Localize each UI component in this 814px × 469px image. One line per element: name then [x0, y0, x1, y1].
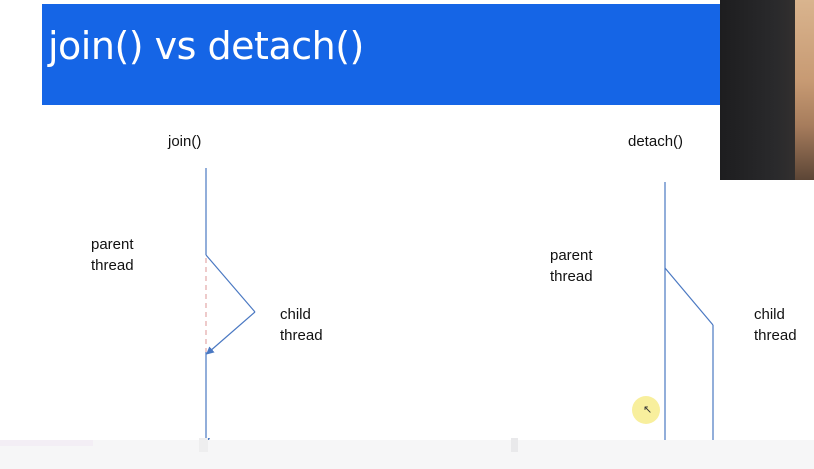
join-parent-label-line2: thread — [91, 257, 134, 274]
strip-mark — [511, 438, 518, 452]
join-child-thread-out — [205, 254, 256, 313]
cursor-highlight — [632, 396, 660, 424]
webcam-presenter — [795, 0, 814, 180]
detach-parent-label-line2: thread — [550, 268, 593, 285]
join-heading: join() — [168, 133, 202, 150]
join-child-thread-back — [205, 311, 256, 355]
slide-title: join() vs detach() — [48, 24, 364, 68]
join-child-label-line2: thread — [280, 327, 323, 344]
detach-child-branch — [664, 267, 714, 326]
join-child-label-line1: child — [280, 306, 311, 323]
detach-child-label-line1: child — [754, 306, 785, 323]
detach-heading: detach() — [628, 133, 684, 150]
bottom-strip — [0, 440, 814, 469]
strip-mark — [199, 438, 208, 452]
strip-mark — [0, 440, 93, 446]
join-parent-label-line1: parent — [91, 236, 134, 253]
mouse-pointer-icon: ↖ — [643, 403, 653, 416]
detach-parent-label-line1: parent — [550, 247, 593, 264]
title-bar — [42, 4, 732, 105]
detach-child-label-line2: thread — [754, 327, 797, 344]
